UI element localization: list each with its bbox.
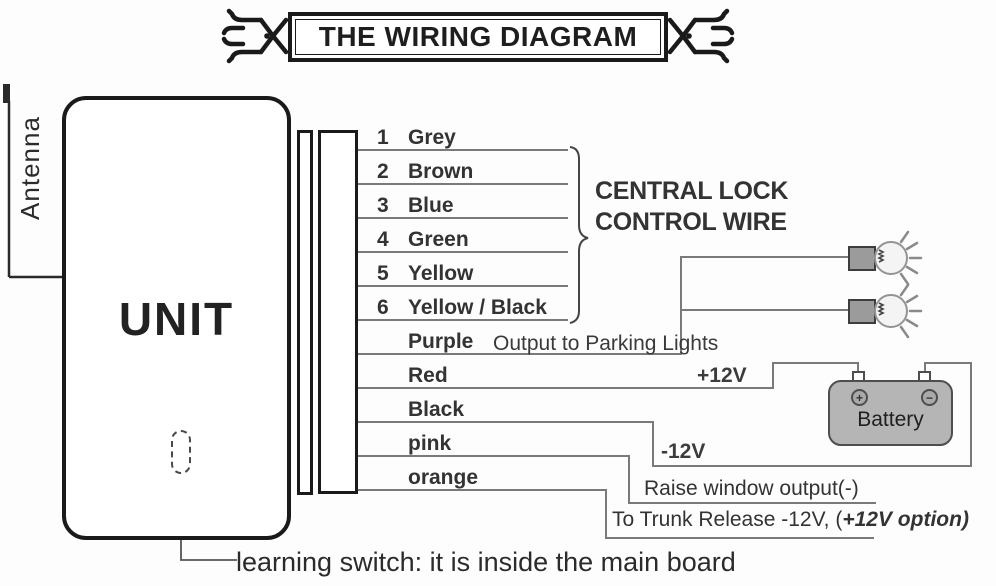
raise-window-note: Raise window output(-) — [644, 477, 859, 500]
central-lock-brace — [569, 146, 589, 324]
trunk-release-note: To Trunk Release -12V, (+12V option) — [612, 508, 969, 532]
wire-row: 1 Grey — [377, 126, 456, 150]
wire-line-orange — [358, 489, 874, 539]
wire-name: Blue — [408, 194, 454, 217]
plus12v-label: +12V — [697, 364, 747, 387]
central-lock-label-line2: CONTROL WIRE — [595, 208, 787, 236]
title-flourish-right-icon — [667, 8, 735, 64]
learning-switch — [171, 430, 191, 474]
title-banner-inner: THE WIRING DIAGRAM — [295, 19, 661, 55]
trunk-release-text: To Trunk Release -12V, ( — [612, 508, 843, 531]
wire-name: Brown — [408, 160, 474, 183]
title-flourish-left-icon — [221, 8, 289, 64]
title-banner: THE WIRING DIAGRAM — [288, 12, 668, 62]
central-lock-label-line1: CENTRAL LOCK — [595, 177, 789, 205]
page-title: THE WIRING DIAGRAM — [318, 21, 638, 52]
wire-name: Green — [408, 228, 469, 251]
minus12v-label: -12V — [661, 440, 706, 463]
wire-name-black: Black — [408, 398, 465, 421]
wire-number: 2 — [377, 160, 389, 183]
wire-number: 6 — [377, 296, 389, 319]
connector-inner — [297, 130, 313, 495]
connector-strip — [318, 130, 358, 494]
purple-annotation: Output to Parking Lights — [493, 332, 719, 355]
wire-name: Grey — [408, 126, 456, 149]
wire-name: Yellow / Black — [408, 296, 547, 319]
battery-positive-terminal: + — [851, 389, 868, 406]
wire-line-black — [358, 362, 972, 467]
trunk-release-option: +12V option) — [842, 508, 969, 531]
wire-name-purple: Purple — [408, 330, 474, 353]
wire-name-red: Red — [408, 364, 448, 387]
learning-switch-note: learning switch: it is inside the main b… — [236, 547, 736, 577]
antenna-label: Antenna — [15, 116, 45, 220]
wire-number: 4 — [377, 228, 389, 251]
central-lock-wires — [358, 149, 568, 321]
wire-line-pink — [358, 455, 876, 504]
battery-label: Battery — [857, 408, 924, 431]
wire-row: 6 Yellow / Black — [377, 296, 547, 320]
wire-row: 3 Blue — [377, 194, 454, 218]
wire-row: 5 Yellow — [377, 262, 473, 286]
unit-label: UNIT — [118, 293, 235, 345]
parking-light-bulb-top-icon — [848, 230, 923, 286]
battery-negative-terminal: − — [921, 389, 938, 406]
wire-name-pink: pink — [408, 432, 452, 455]
wire-line-red — [358, 362, 859, 389]
parking-light-bulb-bottom-icon — [848, 283, 923, 339]
wire-row: 4 Green — [377, 228, 469, 252]
wire-line-purple — [358, 256, 849, 355]
wire-name: Yellow — [408, 262, 474, 285]
wire-number: 3 — [377, 194, 389, 217]
antenna-wire — [3, 84, 62, 279]
wire-number: 1 — [377, 126, 389, 149]
wire-row: 2 Brown — [377, 160, 473, 184]
wire-name-orange: orange — [408, 466, 479, 489]
wire-number: 5 — [377, 262, 389, 285]
